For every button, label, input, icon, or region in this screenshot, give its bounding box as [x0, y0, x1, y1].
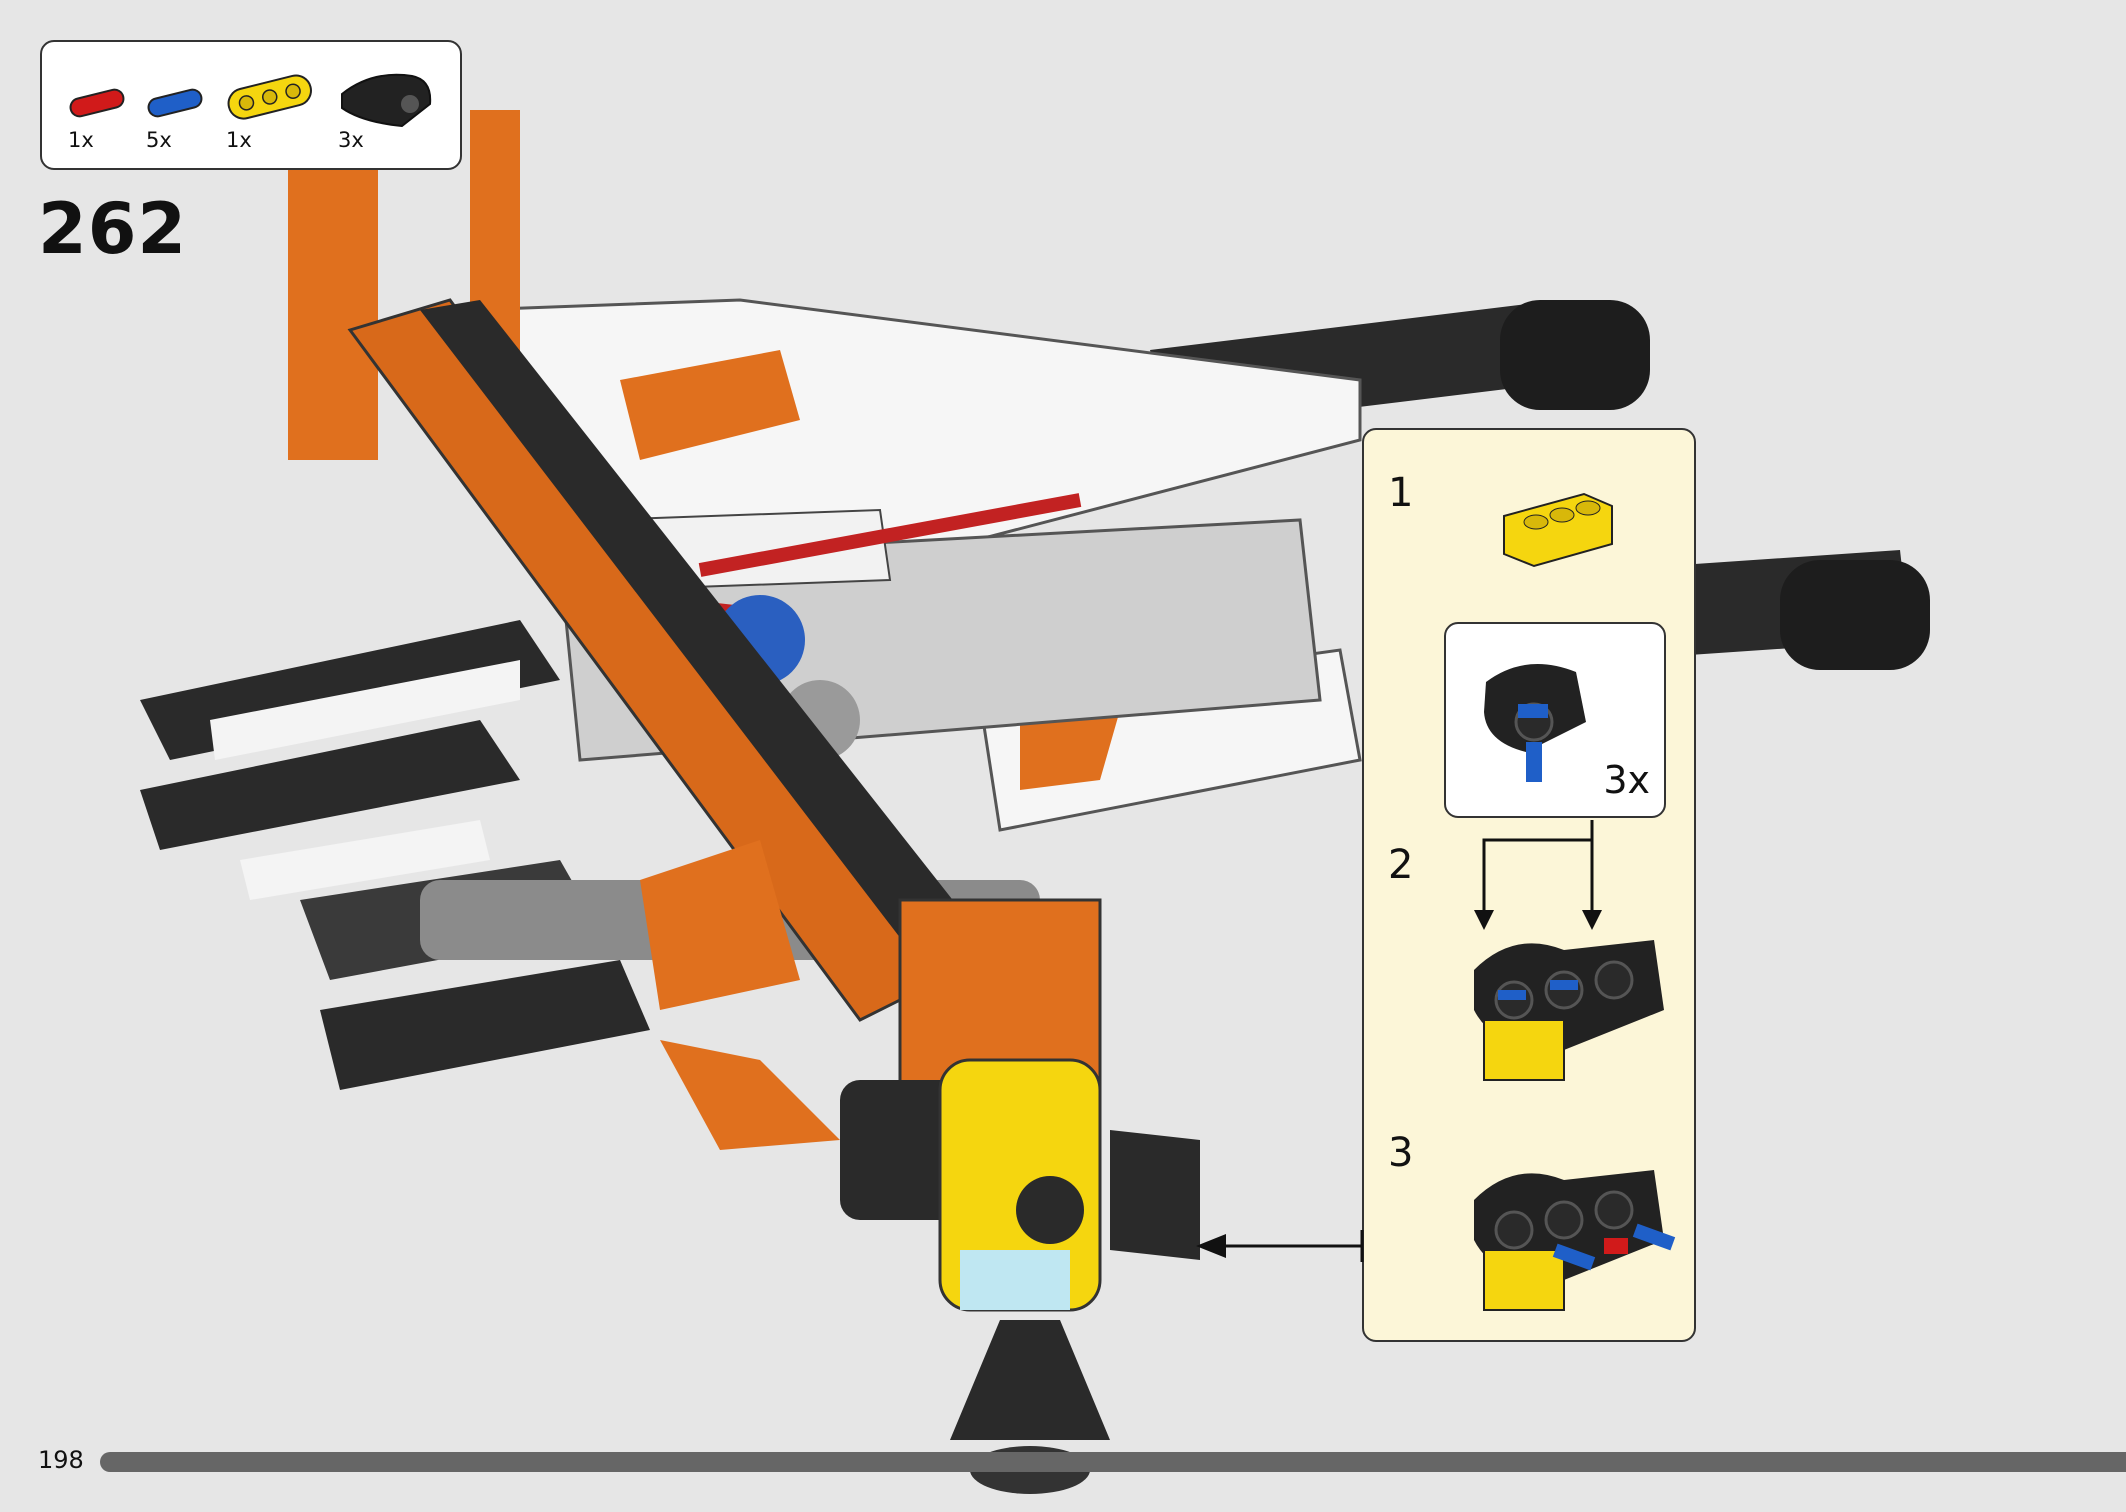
part-qty-blue-axle-pin: 5x: [146, 128, 172, 152]
blue-axle-pin-icon: [147, 88, 203, 118]
parts-list: 1x 5x 1x 3x: [40, 40, 462, 170]
black-connector-with-pin-illustration: [1484, 664, 1586, 782]
progress-bar: [100, 1452, 2126, 1472]
sub-step-number-3: 3: [1388, 1130, 1414, 1176]
page-number: 198: [38, 1446, 84, 1474]
lower-mechanism: [840, 1058, 1200, 1494]
yellow-beam-illustration: [1503, 492, 1613, 568]
part-qty-yellow-beam: 1x: [226, 128, 252, 152]
part-qty-black-panel-connector: 3x: [338, 128, 364, 152]
red-axle-pin-icon: [69, 88, 125, 118]
sub-step-number-2: 2: [1388, 842, 1414, 888]
sub-assembly-panel: 1 3x 2 3: [1362, 428, 1696, 1342]
sub-build-multiplier-box: 3x: [1444, 622, 1666, 818]
sub-step-number-1: 1: [1388, 470, 1414, 516]
yellow-beam-icon: [227, 74, 312, 120]
step-number: 262: [38, 188, 188, 270]
black-panel-connector-icon: [341, 73, 432, 128]
multiplier-label: 3x: [1603, 758, 1650, 802]
part-qty-red-axle-pin: 1x: [68, 128, 94, 152]
sub-step-2-illustration: [1474, 820, 1664, 1081]
sub-step-3-illustration: [1474, 1170, 1676, 1311]
